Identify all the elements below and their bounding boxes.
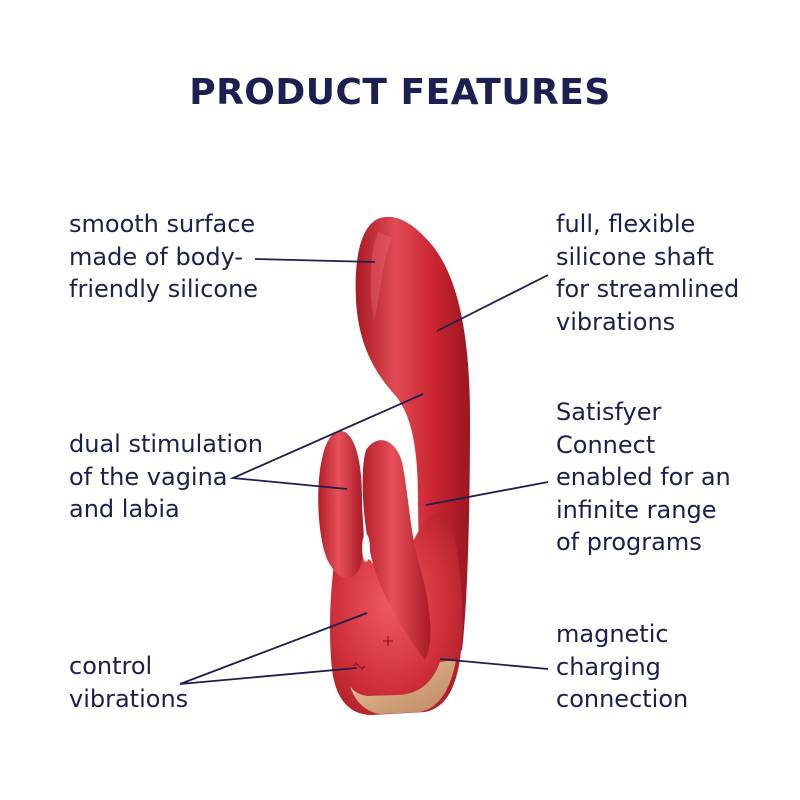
feature-text-line: and labia [69, 495, 180, 523]
feature-text-line: friendly silicone [69, 275, 259, 303]
magnetic-charging-band [350, 660, 456, 714]
leader-line-control-vibrations [179, 612, 368, 685]
feature-text-line: Satisfyer [556, 398, 662, 426]
feature-text-line: infinite range [556, 495, 717, 524]
plus-button-icon[interactable] [383, 636, 393, 646]
feature-text-line: silicone shaft [556, 242, 714, 271]
feature-text-line: connection [556, 685, 689, 713]
feature-text-line: for streamlined [556, 275, 740, 303]
feature-text-line: enabled for an [556, 463, 731, 491]
leader-lines [179, 258, 549, 685]
feature-text-line: magnetic [556, 620, 669, 648]
feature-magnetic-charging: magnetic charging connection [556, 618, 688, 716]
feature-text-line: smooth surface [69, 210, 256, 238]
feature-control-vibrations: control vibrations [69, 650, 188, 715]
feature-satisfyer-connect: Satisfyer Connect enabled for an infinit… [556, 396, 731, 559]
feature-dual-stimulation: dual stimulation of the vagina and labia [69, 428, 263, 526]
leader-line-magnetic-charging [439, 658, 549, 670]
feature-text-line: made of body- [69, 242, 244, 271]
feature-text-line: charging [556, 652, 661, 681]
feature-smooth-surface: smooth surface made of body- friendly si… [69, 208, 258, 306]
leader-line-dual-stimulation [229, 393, 424, 490]
wave-button-icon[interactable] [352, 661, 366, 671]
labia-arm-inner [362, 440, 431, 660]
feature-text-line: vibrations [69, 684, 189, 713]
feature-text-line: vibrations [556, 307, 676, 336]
feature-text-line: control [69, 652, 153, 680]
feature-text-line: full, flexible [556, 210, 696, 238]
leader-line-satisfyer-connect [425, 481, 549, 506]
arm-gap [362, 534, 370, 562]
feature-text-line: of the vagina [69, 462, 228, 491]
feature-flexible-shaft: full, flexible silicone shaft for stream… [556, 208, 739, 338]
page-title: PRODUCT FEATURES [189, 72, 611, 113]
feature-text-line: dual stimulation [69, 430, 263, 458]
labia-arm-outer [318, 430, 364, 579]
leader-line-flexible-shaft [436, 274, 549, 332]
feature-text-line: Connect [556, 430, 656, 459]
feature-text-line: of programs [556, 528, 702, 556]
leader-line-smooth-surface [254, 258, 376, 263]
